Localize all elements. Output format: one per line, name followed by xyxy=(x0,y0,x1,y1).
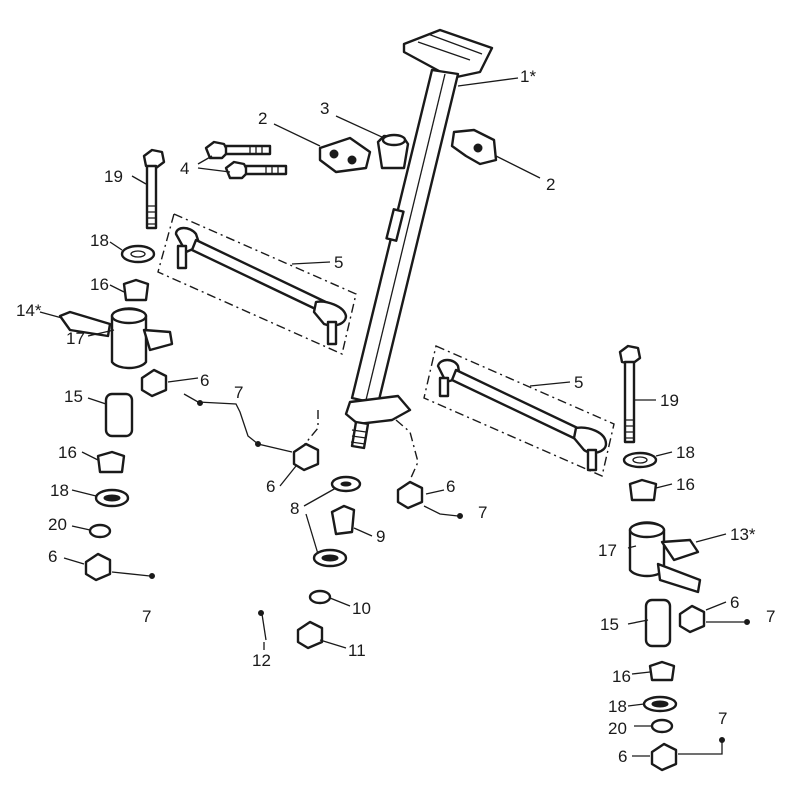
label-washer-pair: 8 xyxy=(290,499,299,518)
label-nut-left-tie: 6 xyxy=(200,371,209,390)
bolts-pair xyxy=(204,140,288,180)
label-nut-right-knuckle: 6 xyxy=(730,593,739,612)
label-sleeve-left: 15 xyxy=(64,387,83,406)
bushing-part xyxy=(376,133,410,170)
label-washer-left: 20 xyxy=(48,515,67,534)
label-bushing: 3 xyxy=(320,99,329,118)
label-pin-center-right: 7 xyxy=(478,503,487,522)
label-tie-rod-left: 5 xyxy=(334,253,343,272)
label-steering-column: 1* xyxy=(520,67,536,86)
label-knuckle-left: 14* xyxy=(16,301,42,320)
label-seal-left-top: 18 xyxy=(90,231,109,250)
label-seal-left-bottom: 18 xyxy=(50,481,69,500)
label-bolt-left: 19 xyxy=(104,167,123,186)
steering-column xyxy=(344,28,494,450)
leader-lines xyxy=(39,77,727,757)
label-bushing-left-bottom: 16 xyxy=(58,443,77,462)
label-nut-left-bottom: 6 xyxy=(48,547,57,566)
left-tie-fasteners xyxy=(183,393,293,453)
left-spindle-assembly xyxy=(58,148,174,582)
label-nut-center-left: 6 xyxy=(266,477,275,496)
label-sleeve-right: 15 xyxy=(600,615,619,634)
label-pin-right-knuckle: 7 xyxy=(766,607,775,626)
label-column-pin: 12 xyxy=(252,651,271,670)
label-nut-center-right: 6 xyxy=(446,477,455,496)
right-bracket xyxy=(450,128,498,166)
label-bracket-upper: 2 xyxy=(258,109,267,128)
right-tie-rod xyxy=(423,345,615,477)
label-seal-right-top: 18 xyxy=(676,443,695,462)
callout-labels: 1* 2 3 4 2 19 18 16 14* 17 15 16 18 20 6… xyxy=(16,67,775,766)
label-bushing-right-bottom: 16 xyxy=(612,667,631,686)
label-pin-right-bottom: 7 xyxy=(718,709,727,728)
label-nut-right-bottom: 6 xyxy=(618,747,627,766)
label-kingpin-right: 17 xyxy=(598,541,617,560)
label-column-bushing: 9 xyxy=(376,527,385,546)
upper-bracket xyxy=(318,136,372,174)
center-bottom-parts xyxy=(258,410,463,650)
label-washer-right: 20 xyxy=(608,719,627,738)
label-bolt-right: 19 xyxy=(660,391,679,410)
label-bushing-left-top: 16 xyxy=(90,275,109,294)
label-knuckle-right: 13* xyxy=(730,525,756,544)
label-pin-left-bottom: 7 xyxy=(142,607,151,626)
label-bracket-right: 2 xyxy=(546,175,555,194)
label-kingpin-left: 17 xyxy=(66,329,85,348)
left-tie-rod xyxy=(157,213,357,355)
label-bushing-right-top: 16 xyxy=(676,475,695,494)
label-column-nut: 11 xyxy=(348,641,366,660)
label-seal-right-bottom: 18 xyxy=(608,697,627,716)
right-spindle-assembly xyxy=(618,344,750,772)
label-column-washer: 10 xyxy=(352,599,371,618)
label-pin-left-tie: 7 xyxy=(234,383,243,402)
label-bolts: 4 xyxy=(180,159,189,178)
label-tie-rod-right: 5 xyxy=(574,373,583,392)
